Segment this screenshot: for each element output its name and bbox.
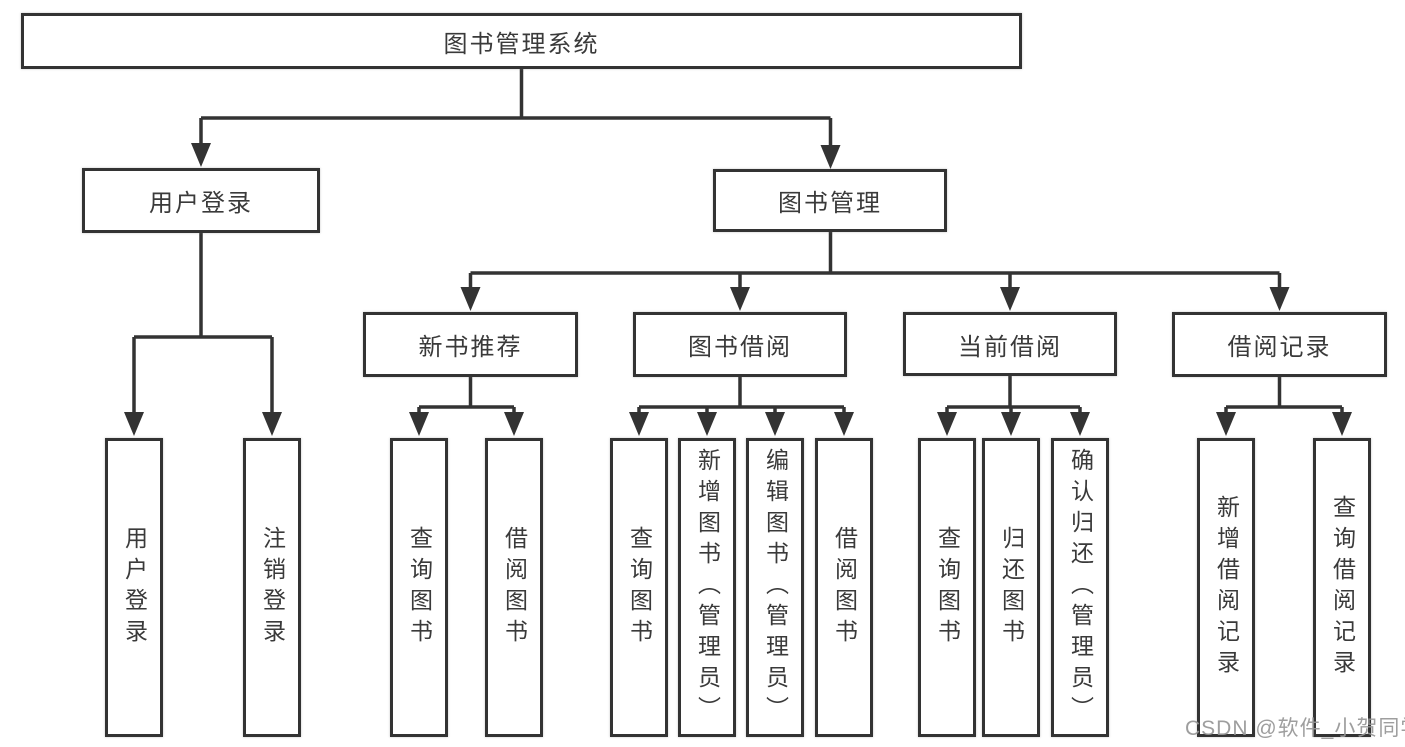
node-label: 图书借阅 (688, 334, 792, 361)
connector-current-to-leaves (945, 373, 1082, 414)
leaf-label: 查询图书 (626, 525, 653, 650)
arrow (1001, 412, 1021, 436)
leaf-edit-books-admin: 编辑图书（管理员） (746, 438, 804, 737)
leaf-label: 查询借阅记录 (1329, 494, 1356, 681)
leaf-query-books-recommend: 查询图书 (390, 438, 448, 737)
node-label: 当前借阅 (958, 333, 1062, 361)
node-user-login: 用户登录 (82, 168, 320, 233)
leaf-label: 新增借阅记录 (1213, 494, 1240, 681)
node-library-management-system: 图书管理系统 (21, 13, 1022, 69)
arrow (504, 412, 524, 436)
leaf-label: 借阅图书 (501, 525, 528, 650)
arrow (765, 412, 785, 436)
arrow (834, 412, 854, 436)
connector-root-to-level1 (199, 66, 833, 147)
node-borrowing-records: 借阅记录 (1172, 312, 1387, 377)
leaf-query-books-borrowing: 查询图书 (610, 438, 668, 737)
arrow (409, 412, 429, 436)
arrow (937, 412, 957, 436)
node-label: 图书管理系统 (443, 30, 600, 58)
arrow (629, 412, 649, 436)
arrow (1216, 412, 1236, 436)
node-label: 新书推荐 (418, 334, 523, 361)
arrow (191, 143, 211, 167)
node-book-borrowing: 图书借阅 (633, 312, 847, 377)
node-new-book-recommendation: 新书推荐 (363, 312, 578, 377)
connector-book-mgmt-to-level2 (468, 229, 1282, 288)
node-current-borrowing: 当前借阅 (903, 312, 1117, 376)
leaf-user-login: 用户登录 (105, 438, 163, 737)
arrow (697, 412, 717, 436)
connector-user-login-to-leaves (132, 230, 274, 413)
leaf-borrow-books-recommend: 借阅图书 (485, 438, 543, 737)
connector-borrowing-to-leaves (637, 374, 846, 414)
leaf-label: 用户登录 (121, 525, 148, 650)
leaf-label: 查询图书 (406, 525, 433, 650)
leaf-logout: 注销登录 (243, 438, 301, 737)
arrow (460, 287, 481, 311)
arrow (1000, 287, 1020, 311)
leaf-query-books-current: 查询图书 (918, 438, 976, 737)
leaf-add-borrow-record: 新增借阅记录 (1197, 438, 1255, 737)
arrow (124, 412, 144, 436)
arrow (820, 145, 841, 169)
connector-new-books-to-leaves (417, 374, 516, 414)
csdn-watermark: CSDN @软件_小贺同学 (1185, 717, 1405, 740)
connector-records-to-leaves (1224, 374, 1344, 414)
arrow (730, 287, 750, 311)
arrow (1070, 412, 1090, 436)
leaf-label: 编辑图书（管理员） (762, 448, 789, 727)
leaf-label: 新增图书（管理员） (694, 448, 721, 727)
arrow (1269, 287, 1290, 311)
leaf-borrow-books: 借阅图书 (815, 438, 873, 737)
leaf-confirm-return-admin: 确认归还（管理员） (1051, 438, 1109, 737)
arrow (262, 412, 282, 436)
node-label: 图书管理 (778, 190, 882, 217)
leaf-query-borrow-record: 查询借阅记录 (1313, 438, 1371, 737)
node-book-management: 图书管理 (713, 169, 947, 232)
leaf-add-books-admin: 新增图书（管理员） (678, 438, 736, 737)
leaf-return-books: 归还图书 (982, 438, 1040, 737)
arrow (1332, 412, 1352, 436)
leaf-label: 借阅图书 (831, 525, 858, 650)
node-label: 用户登录 (149, 190, 253, 217)
leaf-label: 确认归还（管理员） (1067, 448, 1094, 727)
leaf-label: 归还图书 (998, 525, 1025, 650)
leaf-label: 注销登录 (259, 525, 286, 650)
leaf-label: 查询图书 (934, 525, 961, 650)
node-label: 借阅记录 (1227, 334, 1332, 361)
